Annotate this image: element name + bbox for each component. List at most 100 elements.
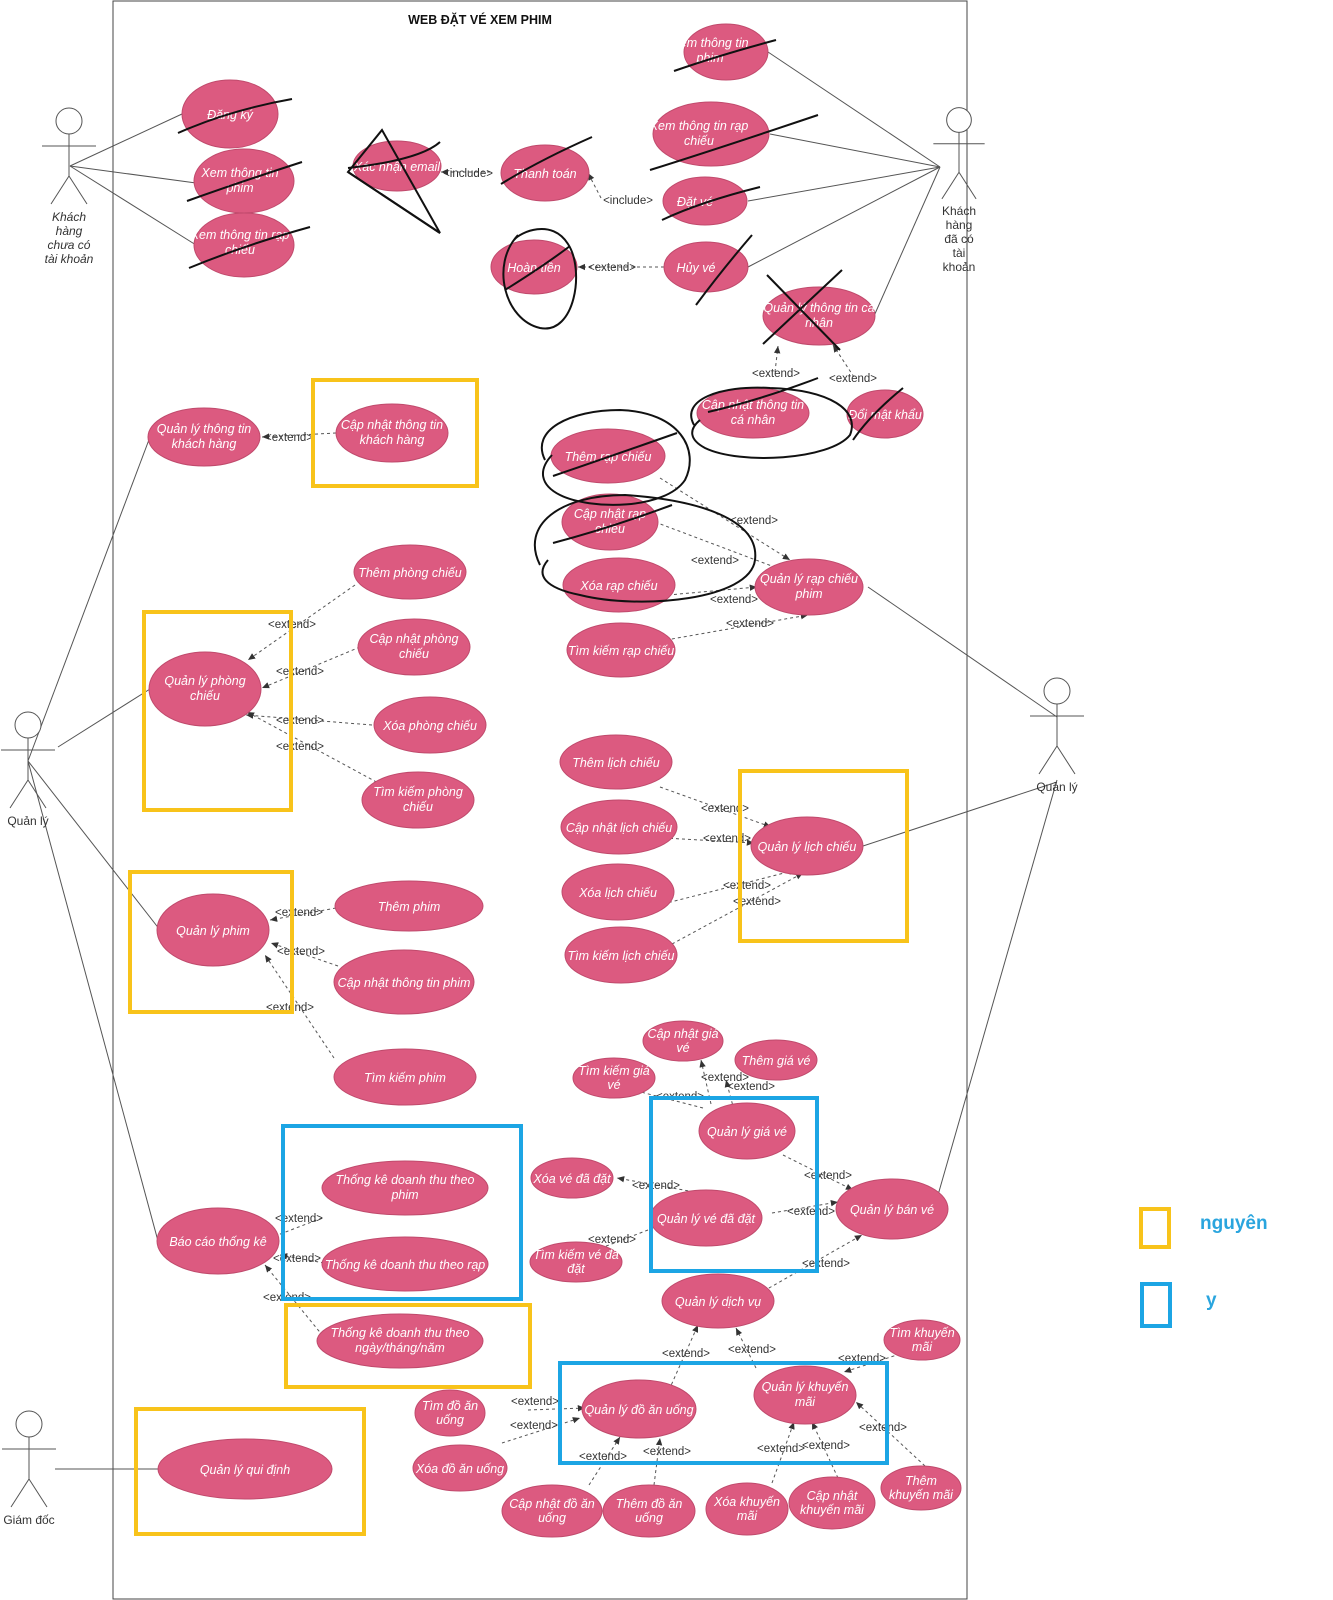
usecase-xoa-rap: Xóa rạp chiếu (562, 557, 676, 613)
usecase-label: Thêm giá vé (742, 1054, 811, 1068)
legend-yellow-swatch (1139, 1207, 1171, 1249)
diagram-title: WEB ĐẶT VÉ XEM PHIM (408, 12, 552, 27)
usecase-label: Quản lý giá vé (707, 1125, 787, 1139)
usecase-ql-qui-dinh: Quản lý qui định (157, 1438, 333, 1500)
usecase-ql-ban-ve: Quản lý bán vé (835, 1178, 949, 1240)
highlight-box-cap-nhat-kh (311, 378, 479, 488)
extend-label: <extend> (859, 1422, 907, 1434)
extend-label: <extend> (728, 1344, 776, 1356)
usecase-label: Tìm kiếm phim (364, 1071, 446, 1085)
extend-label: <extend> (276, 741, 324, 753)
association-lines (27, 51, 1058, 1470)
usecase-label: Thêm phim (378, 900, 441, 914)
extend-label: <extend> (277, 946, 325, 958)
usecase-xoa-do-an: Xóa đồ ăn uống (412, 1444, 508, 1492)
usecase-them-phim: Thêm phim (334, 880, 484, 932)
usecase-ql-dich-vu: Quản lý dịch vụ (661, 1273, 775, 1329)
usecase-tim-lich: Tìm kiếm lịch chiếu (564, 926, 678, 984)
extend-label: <extend> (726, 618, 774, 630)
highlight-box-tk-ngay (284, 1303, 532, 1389)
extend-label: <extend> (829, 373, 877, 385)
actor-director-label: Giám đốc (3, 1513, 54, 1527)
extend-label: <extend> (701, 1072, 749, 1084)
extend-label: <extend> (588, 1234, 636, 1246)
extend-label: <extend> (802, 1258, 850, 1270)
extend-label: <extend> (276, 715, 324, 727)
legend: nguyên y (1139, 1207, 1268, 1328)
usecase-xoa-phong: Xóa phòng chiếu (373, 696, 487, 754)
extend-label: <extend> (510, 1420, 558, 1432)
usecase-cap-nhat-phim: Cập nhật thông tin phim (333, 949, 475, 1015)
usecase-xoa-lich: Xóa lịch chiếu (561, 863, 675, 921)
highlight-box-ql-phong (142, 610, 293, 812)
usecase-ql-lich: Quản lý lịch chiếu (750, 816, 864, 876)
highlight-box-dich-vu (558, 1361, 889, 1465)
usecase-label: Quản lý qui định (200, 1463, 290, 1477)
usecase-label: Cập nhật lịch chiếu (566, 821, 672, 835)
highlight-box-ql-qui-dinh (134, 1407, 366, 1536)
usecase-label: Xóa đồ ăn uống (415, 1462, 504, 1476)
highlight-box-thong-ke (281, 1124, 523, 1301)
extend-label: <extend> (730, 515, 778, 527)
usecase-label: Tìm kiếm lịch chiếu (568, 949, 675, 963)
extend-label: <extend> (275, 1213, 323, 1225)
usecase-label: Xác nhận email (353, 160, 441, 174)
usecase-tim-phim: Tìm kiếm phim (333, 1048, 477, 1106)
scribble-marks (177, 39, 904, 603)
usecase-bao-cao: Báo cáo thống kê (156, 1207, 280, 1275)
extend-label: <extend> (511, 1396, 559, 1408)
usecase-label: Hủy vé (677, 261, 716, 275)
usecase-huy-ve: Hủy vé (663, 241, 749, 293)
extend-label: <extend> (265, 432, 313, 444)
extend-label: <extend> (710, 594, 758, 606)
extend-label: <extend> (802, 1440, 850, 1452)
usecase-label: Quản lý bán vé (850, 1203, 934, 1217)
system-boundary (112, 0, 968, 1600)
usecase-them-lich: Thêm lịch chiếu (559, 734, 673, 790)
usecase-label: Quản lý đồ ăn uống (584, 1403, 693, 1417)
usecase-tk-rap: Thống kê doanh thu theo rạp (321, 1236, 489, 1292)
usecase-ql-phim: Quản lý phim (156, 893, 270, 967)
usecase-label: Thống kê doanh thu theo rạp (325, 1258, 486, 1272)
usecase-label: Xóa rạp chiếu (579, 579, 657, 593)
actor-manager-right-label: Quản lý (1036, 780, 1077, 794)
usecase-label: Hoàn tiền (507, 261, 561, 275)
usecase-ql-ve-dat: Quản lý vé đã đặt (649, 1189, 763, 1247)
extend-label: <extend> (804, 1170, 852, 1182)
extend-label: <extend> (273, 1253, 321, 1265)
usecase-ql-gia: Quản lý giá vé (698, 1102, 796, 1160)
usecase-thanh-toan: Thanh toán (500, 144, 590, 202)
extend-label: <extend> (588, 262, 636, 274)
extend-label: <extend> (757, 1443, 805, 1455)
legend-blue-swatch (1140, 1282, 1172, 1328)
